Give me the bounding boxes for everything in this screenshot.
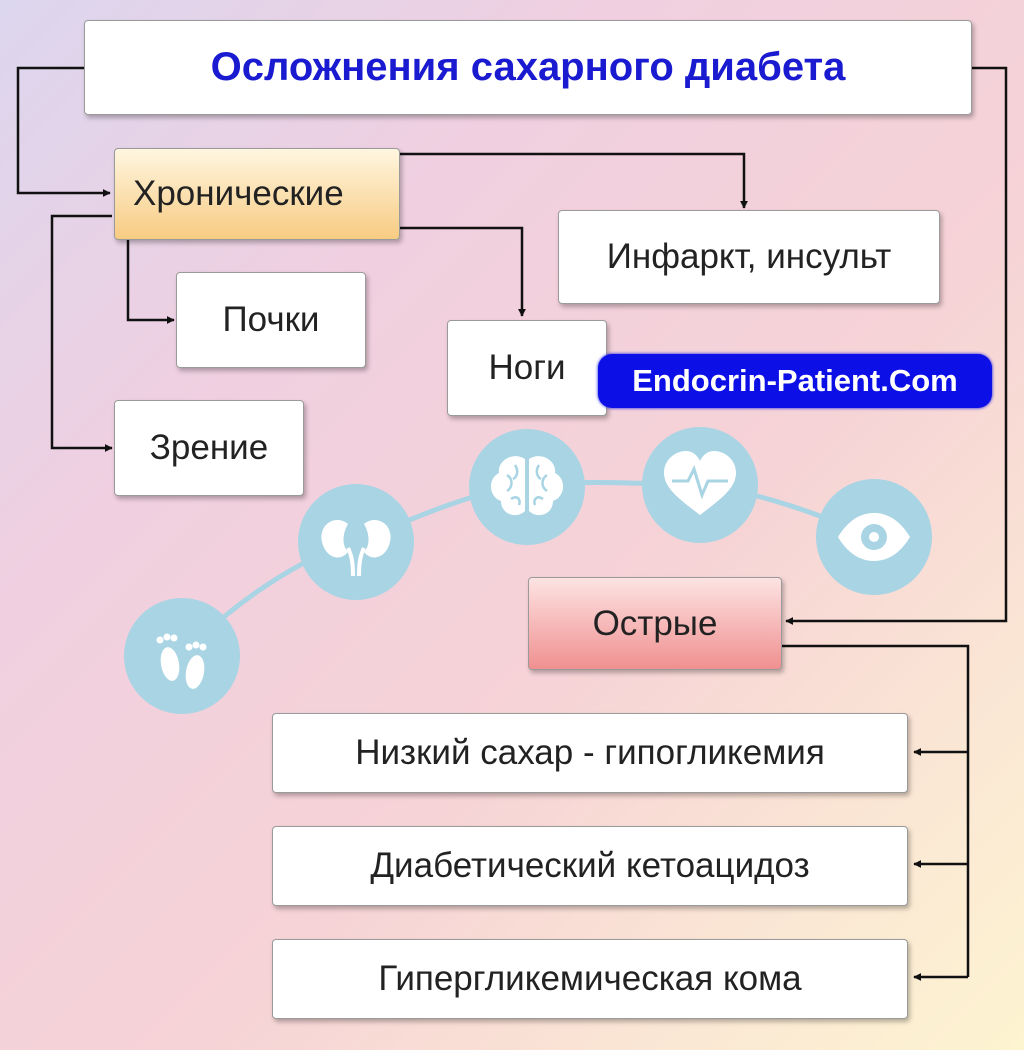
acute-node: Острые <box>528 577 782 670</box>
acute-item-label: Диабетический кетоацидоз <box>370 846 810 885</box>
arrow-chronic-to-kidneys <box>126 240 175 324</box>
arrow-chronic-to-infarct <box>400 152 748 209</box>
acute-item-ketoacidosis: Диабетический кетоацидоз <box>272 826 908 906</box>
infarct-stroke-label: Инфаркт, инсульт <box>606 237 892 276</box>
brain-icon <box>469 429 585 545</box>
feet-icon <box>124 598 240 714</box>
arrow-chronic-to-legs <box>400 226 526 317</box>
chronic-label: Хронические <box>133 174 344 213</box>
kidneys-label: Почки <box>222 300 320 339</box>
vision-node: Зрение <box>114 400 304 496</box>
legs-node: Ноги <box>447 320 607 416</box>
infarct-stroke-node: Инфаркт, инсульт <box>558 210 940 304</box>
heart-pulse-icon <box>642 427 758 543</box>
acute-item-hyperglycemic-coma: Гипергликемическая кома <box>272 939 908 1019</box>
acute-item-label: Низкий сахар - гипогликемия <box>355 733 825 772</box>
acute-item-label: Гипергликемическая кома <box>378 959 802 998</box>
acute-item-hypoglycemia: Низкий сахар - гипогликемия <box>272 713 908 793</box>
arrow-title-to-chronic <box>16 66 111 197</box>
legs-label: Ноги <box>488 348 566 387</box>
kidneys-icon <box>298 484 414 600</box>
vision-label: Зрение <box>149 428 269 467</box>
chronic-node: Хронические <box>114 148 400 240</box>
watermark-text: Endocrin-Patient.Com <box>632 363 958 398</box>
acute-branch-line <box>782 644 970 977</box>
acute-label: Острые <box>592 603 718 643</box>
eye-icon <box>816 479 932 595</box>
kidneys-node: Почки <box>176 272 366 368</box>
diagram-title: Осложнения сахарного диабета <box>84 20 972 115</box>
arrow-title-to-acute <box>785 66 1008 625</box>
watermark-badge: Endocrin-Patient.Com <box>598 354 992 408</box>
title-text: Осложнения сахарного диабета <box>210 45 846 89</box>
arrow-chronic-to-vision <box>50 214 113 452</box>
